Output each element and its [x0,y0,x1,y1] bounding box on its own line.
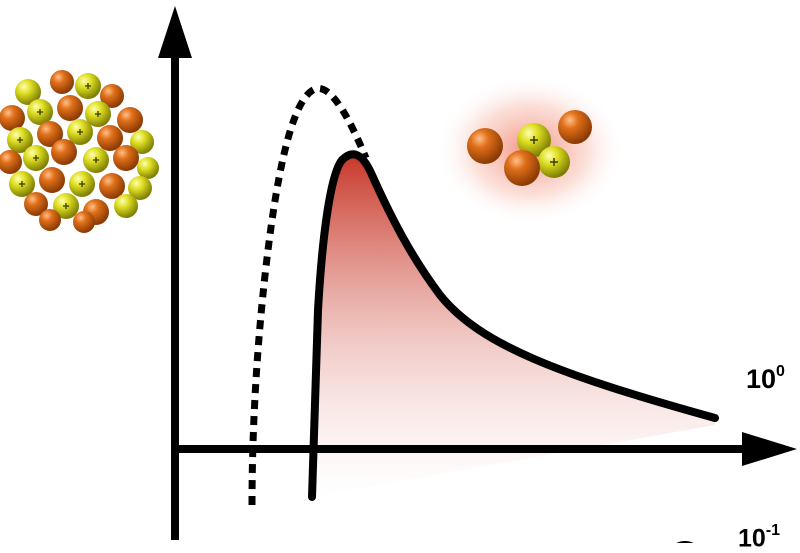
x-axis-arrowhead [742,432,797,466]
area-under-curve [312,154,715,497]
solid-curve [308,150,719,501]
large-nanoparticle-icon [0,70,159,233]
y-axis-arrowhead [158,6,192,58]
tick-label-10-minus-1: 10-1 [738,522,781,553]
small-cluster-icon [435,75,625,225]
dotted-curve [248,85,370,506]
tick-label-10-0: 100 [746,363,785,394]
